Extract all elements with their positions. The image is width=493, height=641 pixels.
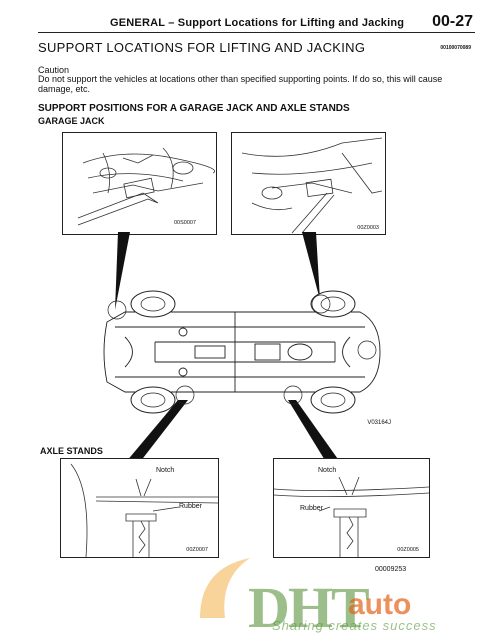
axle-stands-heading: AXLE STANDS bbox=[40, 446, 103, 456]
vehicle-underbody-drawing bbox=[103, 290, 381, 414]
header-rule bbox=[38, 32, 475, 33]
axle-stand-rear-drawing bbox=[274, 476, 429, 557]
notch-label: Notch bbox=[156, 467, 175, 474]
figure-code: 00Z0007 bbox=[186, 547, 208, 553]
caution-label: Caution bbox=[38, 65, 70, 75]
rear-jack-point-drawing bbox=[241, 137, 383, 234]
vehicle-underbody-figure: V03164J bbox=[95, 282, 391, 426]
watermark-brand: DHT bbox=[248, 575, 370, 640]
section-heading: SUPPORT POSITIONS FOR A GARAGE JACK AND … bbox=[38, 103, 350, 114]
rubber-label: Rubber bbox=[179, 503, 202, 510]
page-number: 00-27 bbox=[432, 13, 473, 30]
garage-jack-heading: GARAGE JACK bbox=[38, 116, 105, 126]
figure-code: 00S0007 bbox=[173, 220, 196, 226]
caution-text: Do not support the vehicles at locations… bbox=[38, 74, 443, 94]
axle-stand-rear-figure: Notch Rubber 00Z0005 bbox=[273, 458, 430, 558]
front-jack-point-figure: 00S0007 bbox=[62, 132, 217, 235]
watermark-brand-suffix: auto bbox=[348, 588, 412, 621]
figure-code: 00Z0005 bbox=[397, 547, 419, 553]
document-code: 00100070089 bbox=[440, 45, 471, 51]
axle-stand-front-figure: Notch Rubber 00Z0007 bbox=[60, 458, 219, 558]
axle-stand-front-drawing bbox=[70, 463, 218, 557]
watermark-tagline: Sharing creates success bbox=[272, 618, 437, 633]
page-title: SUPPORT LOCATIONS FOR LIFTING AND JACKIN… bbox=[38, 40, 366, 55]
watermark-swoosh-icon bbox=[200, 558, 250, 618]
figure-code: 00009253 bbox=[375, 566, 407, 573]
rubber-label: Rubber bbox=[300, 505, 323, 512]
front-jack-point-drawing bbox=[77, 147, 215, 226]
figure-code: 00Z0003 bbox=[357, 225, 379, 231]
figure-code: V03164J bbox=[367, 420, 391, 426]
running-header: GENERAL – Support Locations for Lifting … bbox=[110, 17, 405, 29]
notch-label: Notch bbox=[318, 467, 337, 474]
